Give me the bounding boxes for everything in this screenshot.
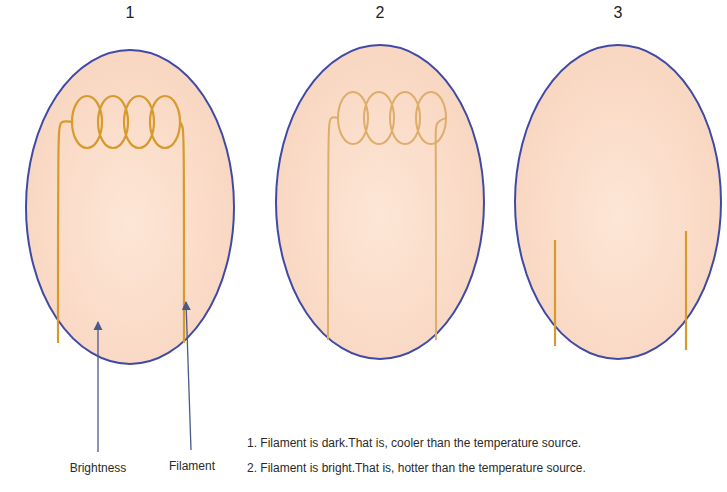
filament-leg (328, 117, 338, 340)
filament-leg (436, 118, 446, 340)
bulb-outline (276, 45, 484, 359)
bulb-outline (26, 50, 234, 364)
bulb: 1 (26, 4, 234, 366)
bulb-number: 2 (276, 4, 484, 22)
leader-arrow (97, 322, 98, 452)
part-label: Brightness (70, 461, 127, 475)
coil-filament (58, 96, 184, 343)
note-text: 1. Filament is dark.That is, cooler than… (247, 436, 581, 450)
coil-filament (328, 92, 446, 340)
bulb: 3 (515, 4, 721, 361)
filament-leg (685, 231, 687, 350)
leader-arrow (186, 302, 191, 450)
coil-loop (150, 96, 180, 148)
bulb-number: 3 (515, 4, 721, 22)
coil-loop (416, 92, 446, 144)
filament-leg (554, 240, 556, 346)
bulb-number: 1 (26, 4, 234, 22)
filament-leg (180, 122, 184, 343)
bulb: 2 (276, 4, 484, 361)
bulb-outline (515, 45, 721, 359)
part-label: Filament (169, 459, 215, 473)
filament-leg (58, 121, 72, 343)
note-text: 2. Filament is bright.That is, hotter th… (247, 461, 586, 475)
